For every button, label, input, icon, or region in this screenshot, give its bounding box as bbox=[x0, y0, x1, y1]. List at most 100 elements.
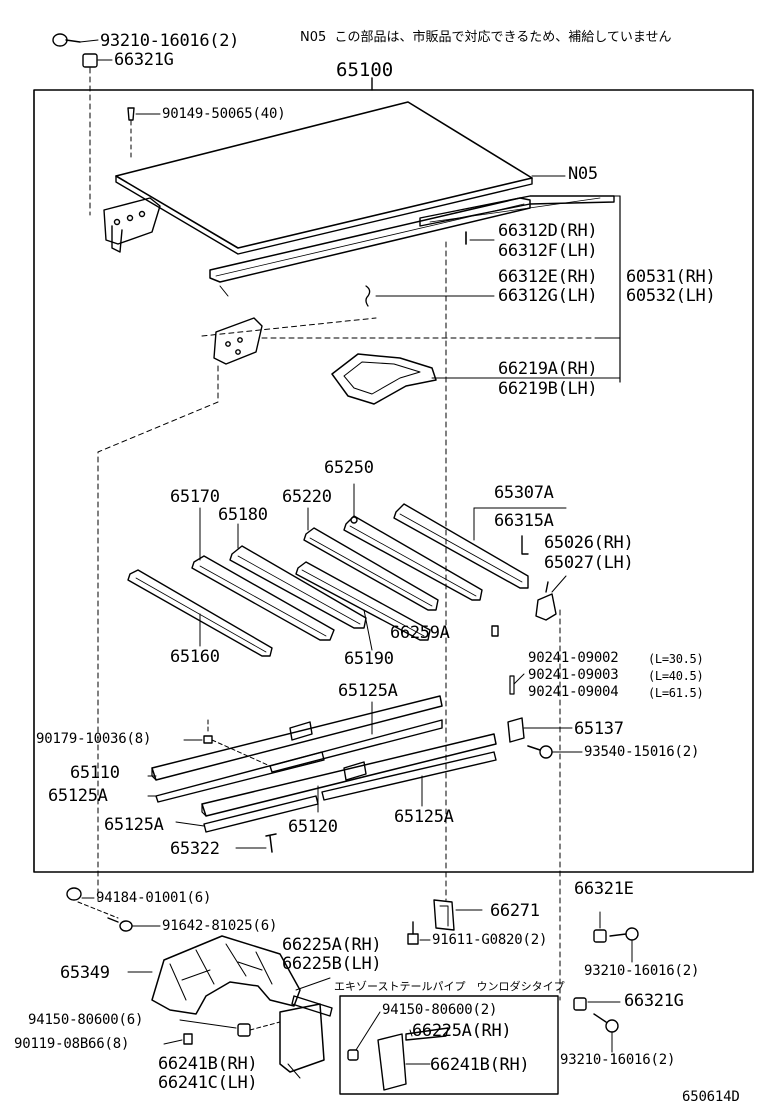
label-66241C[interactable]: 66241C(LH) bbox=[158, 1073, 258, 1093]
label-66259A[interactable]: 66259A bbox=[390, 623, 450, 643]
label-91642[interactable]: 91642-81025(6) bbox=[162, 918, 278, 934]
spacer-66259A bbox=[491, 625, 499, 637]
hinge-bracket-left bbox=[103, 197, 161, 253]
bolt-93210-bot bbox=[593, 1013, 619, 1033]
nut-94150-left bbox=[237, 1023, 251, 1037]
rail-66312-lower bbox=[209, 197, 531, 297]
label-66225A[interactable]: 66225A(RH) bbox=[282, 935, 382, 955]
label-66241B[interactable]: 66241B(RH) bbox=[158, 1054, 258, 1074]
bolt-93210-mid bbox=[609, 927, 639, 941]
label-65220[interactable]: 65220 bbox=[282, 487, 332, 507]
label-90241-09004[interactable]: 90241-09004 bbox=[528, 684, 619, 700]
note-text: この部品は、市販品で対応できるため、補給していません bbox=[334, 30, 672, 45]
label-60531[interactable]: 60531(RH) bbox=[626, 267, 716, 287]
bolt-93540 bbox=[527, 745, 553, 759]
inset-title: エキゾーストテールパイプ ウンロダシタイプ bbox=[334, 980, 565, 993]
label-90241-09004-length: (L=61.5) bbox=[648, 686, 704, 700]
supply-note: N05 この部品は、市販品で対応できるため、補給していません bbox=[300, 26, 672, 45]
label-65137[interactable]: 65137 bbox=[574, 719, 624, 739]
clip-66312E bbox=[365, 285, 371, 307]
label-90241-09002-length: (L=30.5) bbox=[648, 652, 704, 666]
sill-65125A-left bbox=[155, 751, 325, 803]
label-66315A[interactable]: 66315A bbox=[494, 511, 554, 531]
nut-66321E bbox=[593, 929, 607, 943]
label-66219B[interactable]: 66219B(LH) bbox=[498, 379, 598, 399]
label-90241-09003-length: (L=40.5) bbox=[648, 669, 704, 683]
label-93210-bot[interactable]: 93210-16016(2) bbox=[560, 1052, 676, 1068]
label-93540[interactable]: 93540-15016(2) bbox=[584, 744, 700, 760]
label-66312D[interactable]: 66312D(RH) bbox=[498, 221, 598, 241]
label-90149[interactable]: 90149-50065(40) bbox=[162, 106, 286, 122]
label-66225A-inset[interactable]: 66225A(RH) bbox=[412, 1021, 512, 1041]
frame-66219 bbox=[331, 353, 437, 405]
label-66321E[interactable]: 66321E bbox=[574, 879, 634, 899]
cross-member-65170 bbox=[191, 555, 335, 641]
label-90179[interactable]: 90179-10036(8) bbox=[36, 731, 152, 747]
label-60532[interactable]: 60532(LH) bbox=[626, 286, 716, 306]
cross-member-65180 bbox=[229, 545, 367, 629]
label-66321G-top[interactable]: 66321G bbox=[114, 50, 174, 70]
bolt-65322 bbox=[265, 833, 277, 853]
label-66321G-bot[interactable]: 66321G bbox=[624, 991, 684, 1011]
bolt-91642 bbox=[107, 917, 133, 932]
label-65125A-bl[interactable]: 65125A bbox=[104, 815, 164, 835]
label-65180[interactable]: 65180 bbox=[218, 505, 268, 525]
pin-90241 bbox=[509, 675, 515, 695]
assembly-frame bbox=[33, 89, 754, 873]
inset-box bbox=[339, 995, 559, 1095]
clip-66315A bbox=[521, 535, 529, 555]
nut-66321G-top bbox=[82, 53, 113, 68]
bracket-65026 bbox=[535, 581, 557, 621]
inset-mudguard bbox=[377, 1027, 449, 1091]
nut-90179 bbox=[203, 735, 213, 744]
nut-94184 bbox=[66, 887, 82, 901]
label-65307A[interactable]: 65307A bbox=[494, 483, 554, 503]
cross-member-65160 bbox=[127, 569, 273, 657]
label-65190[interactable]: 65190 bbox=[344, 649, 394, 669]
nut-66321G-bot bbox=[573, 997, 587, 1011]
label-65125A-top[interactable]: 65125A bbox=[338, 681, 398, 701]
label-65250[interactable]: 65250 bbox=[324, 458, 374, 478]
label-66219A[interactable]: 66219A(RH) bbox=[498, 359, 598, 379]
assembly-number: 65100 bbox=[336, 59, 394, 81]
label-65160[interactable]: 65160 bbox=[170, 647, 220, 667]
label-94184[interactable]: 94184-01001(6) bbox=[96, 890, 212, 906]
bolt-90119 bbox=[183, 1033, 193, 1045]
sill-65125A-br bbox=[321, 751, 497, 801]
screw-90149 bbox=[127, 107, 161, 121]
label-90241-09002[interactable]: 90241-09002 bbox=[528, 650, 619, 666]
diagram-code: 650614D bbox=[682, 1089, 740, 1105]
label-65349[interactable]: 65349 bbox=[60, 963, 110, 983]
label-65125A-left[interactable]: 65125A bbox=[48, 786, 108, 806]
label-66241B-inset[interactable]: 66241B(RH) bbox=[430, 1055, 530, 1075]
corner-bracket-60531 bbox=[213, 317, 263, 365]
label-65027[interactable]: 65027(LH) bbox=[544, 553, 634, 573]
floor-panel-n05 bbox=[115, 101, 566, 255]
label-90119[interactable]: 90119-08B66(8) bbox=[14, 1036, 130, 1052]
label-93210-mid[interactable]: 93210-16016(2) bbox=[584, 963, 700, 979]
label-66225B[interactable]: 66225B(LH) bbox=[282, 954, 382, 974]
label-66312F[interactable]: 66312F(LH) bbox=[498, 241, 598, 261]
label-65322[interactable]: 65322 bbox=[170, 839, 220, 859]
label-65026[interactable]: 65026(RH) bbox=[544, 533, 634, 553]
inset-nut bbox=[347, 1049, 359, 1061]
label-66312G[interactable]: 66312G(LH) bbox=[498, 286, 598, 306]
label-93210-top[interactable]: 93210-16016(2) bbox=[100, 31, 240, 51]
cross-member-65190 bbox=[295, 561, 431, 641]
label-65125A-br[interactable]: 65125A bbox=[394, 807, 454, 827]
label-90241-09003[interactable]: 90241-09003 bbox=[528, 667, 619, 683]
cross-member-65220 bbox=[303, 527, 439, 611]
label-91611[interactable]: 91611-G0820(2) bbox=[432, 932, 548, 948]
label-66312E[interactable]: 66312E(RH) bbox=[498, 267, 598, 287]
label-N05[interactable]: N05 bbox=[568, 164, 598, 184]
label-66271[interactable]: 66271 bbox=[490, 901, 540, 921]
cross-member-65307A bbox=[393, 503, 529, 589]
mudguard-66241 bbox=[279, 995, 333, 1073]
label-65120[interactable]: 65120 bbox=[288, 817, 338, 837]
label-94150-left[interactable]: 94150-80600(6) bbox=[28, 1012, 144, 1028]
label-94150-inset[interactable]: 94150-80600(2) bbox=[382, 1002, 498, 1018]
label-65110[interactable]: 65110 bbox=[70, 763, 120, 783]
label-65170[interactable]: 65170 bbox=[170, 487, 220, 507]
